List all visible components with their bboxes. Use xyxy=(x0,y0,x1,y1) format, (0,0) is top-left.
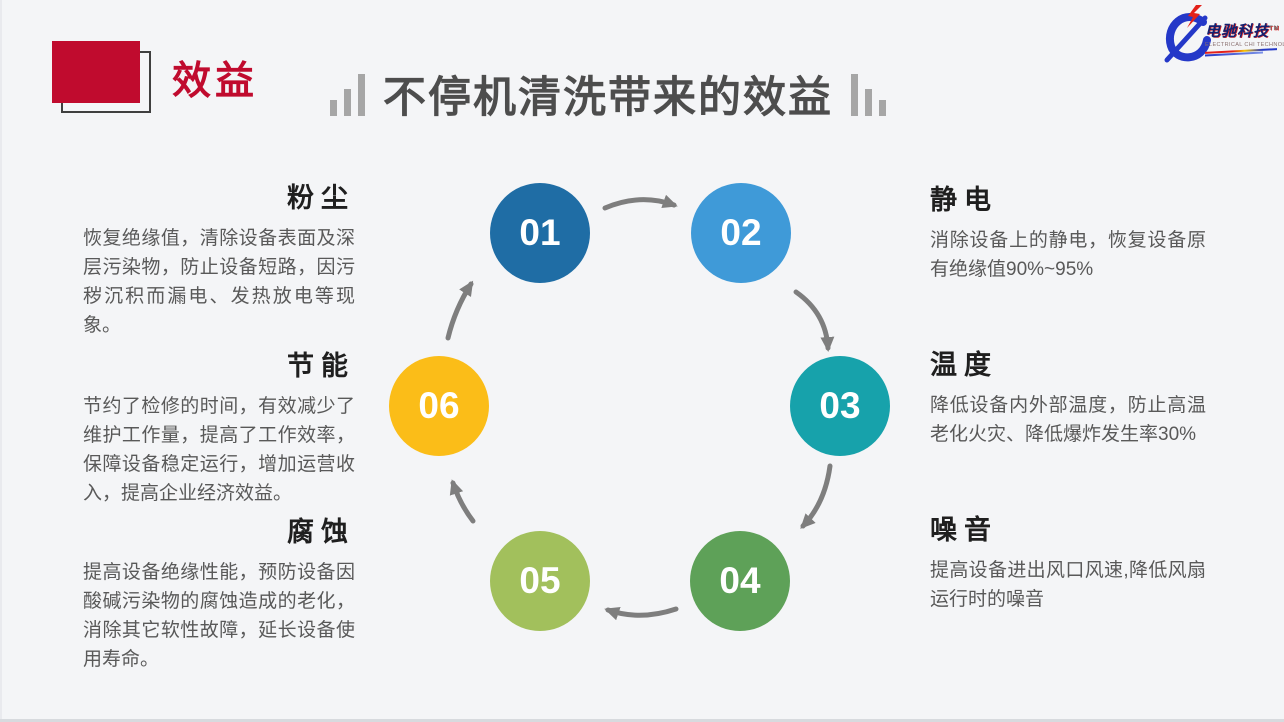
logo-swoosh-icon xyxy=(1164,5,1211,63)
title-bars-right-icon xyxy=(851,74,886,121)
window-left-edge xyxy=(0,0,2,722)
benefit-energy-body: 节约了检修的时间，有效减少了维护工作量，提高了工作效率，保障设备稳定运行，增加运… xyxy=(83,396,355,504)
cycle-step-06: 06 xyxy=(389,356,489,456)
arrow-04-to-05 xyxy=(604,606,679,621)
benefit-static-title: 静电 xyxy=(930,185,998,215)
logo-tagline: ELECTRICAL CHI TECHNOLOGY xyxy=(1205,42,1284,48)
benefit-noise-body: 提高设备进出风口风速,降低风扇运行时的噪音 xyxy=(930,560,1206,610)
benefit-energy-saving: 节能 节约了检修的时间，有效减少了维护工作量，提高了工作效率，保障设备稳定运行，… xyxy=(83,344,355,508)
cycle-step-01: 01 xyxy=(490,183,590,283)
header-badge xyxy=(52,41,140,103)
benefit-static-body: 消除设备上的静电，恢复设备原有绝缘值90%~95% xyxy=(930,230,1206,280)
arrow-05-to-06 xyxy=(449,479,476,524)
benefit-temperature-title: 温度 xyxy=(930,350,998,380)
benefit-temperature-body: 降低设备内外部温度，防止高温老化火灾、降低爆炸发生率30% xyxy=(930,395,1206,445)
cycle-step-02: 02 xyxy=(691,183,791,283)
cycle-step-04: 04 xyxy=(690,531,790,631)
logo-company-name: 电驰科技TM xyxy=(1205,23,1280,40)
cycle-step-03: 03 xyxy=(790,356,890,456)
benefit-dust-title: 粉尘 xyxy=(287,183,355,213)
section-label: 效益 xyxy=(172,60,259,103)
logo-trademark: TM xyxy=(1269,26,1280,32)
page-title: 不停机清洗带来的效益 xyxy=(383,73,833,122)
company-logo: 电驰科技TM ELECTRICAL CHI TECHNOLOGY xyxy=(1163,4,1284,66)
title-row: 不停机清洗带来的效益 xyxy=(330,74,886,121)
benefit-corrosion-title: 腐蚀 xyxy=(287,517,355,547)
window-bottom-edge xyxy=(0,719,1284,722)
benefit-noise: 噪音 提高设备进出风口风速,降低风扇运行时的噪音 xyxy=(930,508,1206,614)
arrow-03-to-04 xyxy=(800,463,833,529)
benefit-energy-title: 节能 xyxy=(287,351,355,381)
arrow-06-to-01 xyxy=(445,280,474,341)
benefit-corrosion: 腐蚀 提高设备绝缘性能，预防设备因酸碱污染物的腐蚀造成的老化，消除其它软性故障，… xyxy=(83,510,355,674)
title-bars-left-icon xyxy=(330,74,365,121)
benefit-static: 静电 消除设备上的静电，恢复设备原有绝缘值90%~95% xyxy=(930,178,1206,284)
arrow-01-to-02 xyxy=(602,194,678,211)
lightning-bolt-icon xyxy=(1187,5,1202,28)
benefit-temperature: 温度 降低设备内外部温度，防止高温老化火灾、降低爆炸发生率30% xyxy=(930,343,1206,449)
benefit-dust-body: 恢复绝缘值，清除设备表面及深层污染物，防止设备短路，因污秽沉积而漏电、发热放电等… xyxy=(83,228,355,336)
benefit-corrosion-body: 提高设备绝缘性能，预防设备因酸碱污染物的腐蚀造成的老化，消除其它软性故障，延长设… xyxy=(83,562,355,670)
arrow-02-to-03 xyxy=(793,289,835,352)
cycle-arrows xyxy=(445,194,835,621)
benefit-noise-title: 噪音 xyxy=(930,515,998,545)
cycle-step-05: 05 xyxy=(490,531,590,631)
benefit-dust: 粉尘 恢复绝缘值，清除设备表面及深层污染物，防止设备短路，因污秽沉积而漏电、发热… xyxy=(83,176,355,340)
